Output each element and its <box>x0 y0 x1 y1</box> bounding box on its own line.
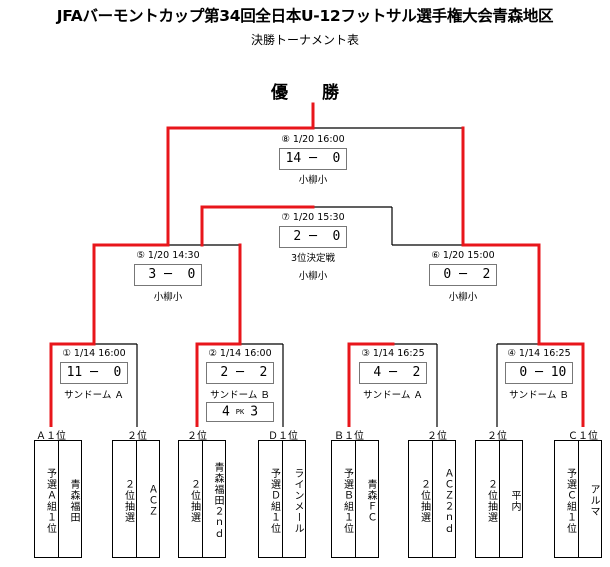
match-qf3-venue: サンドーム Ａ <box>363 390 423 401</box>
match-final-score: 14 ─ 0 <box>279 148 347 170</box>
match-qf4-venue: サンドーム Ｂ <box>509 390 569 401</box>
match-sf1-venue: 小柳小 <box>153 292 183 303</box>
match-qf2-venue: サンドーム Ｂ <box>210 390 270 401</box>
match-qf2-score: 2 ─ 2 <box>206 362 274 384</box>
seed-label: ２位 <box>126 427 148 442</box>
match-qf3-score: 4 ─ 2 <box>359 362 427 384</box>
team-slot-label: ２位抽選 <box>485 478 497 523</box>
pk-label: PK <box>235 408 245 416</box>
match-third-score: 2 ─ 0 <box>279 226 347 248</box>
team-box: 予選Ｄ組１位 ラインメール <box>258 440 306 558</box>
team-box: ２位抽選 ＡＣＺ２ｎｄ <box>408 440 456 558</box>
match-qf3-info: ③ 1/14 16:25 <box>361 348 425 359</box>
match-third-note: 3位決定戦 <box>290 253 336 264</box>
team-slot-label: ２位抽選 <box>418 478 430 523</box>
team-box: 予選Ｂ組１位 青森ＦＣ <box>331 440 379 558</box>
losing-paths <box>94 127 539 428</box>
match-qf1-score: 11 ─ 0 <box>60 362 128 384</box>
match-qf1-info: ① 1/14 16:00 <box>62 348 126 359</box>
pk-home-score: 4 <box>221 404 230 420</box>
seed-label: Ｄ１位 <box>267 427 299 442</box>
pk-away-score: 3 <box>250 404 259 420</box>
team-box: ２位抽選 青森福田２ｎｄ <box>178 440 226 558</box>
match-third-info: ⑦ 1/20 15:30 <box>281 212 345 223</box>
team-name: 青森ＦＣ <box>354 441 379 557</box>
team-name: ＡＣＺ２ｎｄ <box>431 441 456 557</box>
page-title: JFAバーモントカップ第34回全日本U-12フットサル選手権大会青森地区 <box>56 7 554 25</box>
seed-label: Ａ１位 <box>35 427 67 442</box>
team-box: 予選Ａ組１位 青森福田 <box>34 440 82 558</box>
seed-label: ２位 <box>486 427 508 442</box>
team-name: 平内 <box>498 441 523 557</box>
match-sf1-info: ⑤ 1/20 14:30 <box>136 250 200 261</box>
team-slot-label: ２位抽選 <box>188 478 200 523</box>
team-name: 青森福田２ｎｄ <box>201 441 226 557</box>
seed-label: ２位 <box>426 427 448 442</box>
team-box: ２位抽選 平内 <box>475 440 523 558</box>
team-box: 予選Ｃ組１位 アルマ <box>554 440 602 558</box>
team-slot-label: 予選Ｄ組１位 <box>268 467 280 534</box>
match-final-info: ⑧ 1/20 16:00 <box>281 134 345 145</box>
match-sf2-venue: 小柳小 <box>448 292 478 303</box>
match-qf2-info: ② 1/14 16:00 <box>208 348 272 359</box>
champion-label: 優 勝 <box>271 83 353 103</box>
winning-paths <box>49 102 585 430</box>
team-name: 青森福田 <box>57 441 82 557</box>
team-slot-label: 予選Ａ組１位 <box>44 467 56 534</box>
team-name: ＡＣＺ <box>135 441 160 557</box>
page-subtitle: 決勝トーナメント表 <box>250 33 359 47</box>
team-slot-label: 予選Ｂ組１位 <box>341 467 353 534</box>
team-slot-label: 予選Ｃ組１位 <box>564 467 576 534</box>
seed-label: Ｂ１位 <box>333 427 365 442</box>
seed-label: ２位 <box>186 427 208 442</box>
match-qf1-venue: サンドーム Ａ <box>64 390 124 401</box>
team-slot-label: ２位抽選 <box>122 478 134 523</box>
match-final-venue: 小柳小 <box>298 175 328 186</box>
match-sf2-info: ⑥ 1/20 15:00 <box>431 250 495 261</box>
match-qf4-info: ④ 1/14 16:25 <box>507 348 571 359</box>
team-name: アルマ <box>577 441 602 557</box>
team-name: ラインメール <box>281 441 306 557</box>
seed-label: Ｃ１位 <box>567 427 599 442</box>
match-third-venue: 小柳小 <box>298 271 328 282</box>
team-box: ２位抽選 ＡＣＺ <box>112 440 160 558</box>
match-sf2-score: 0 ─ 2 <box>429 264 497 286</box>
match-qf4-score: 0 ─ 10 <box>505 362 573 384</box>
match-sf1-score: 3 ─ 0 <box>134 264 202 286</box>
match-qf2-pk: 4 PK 3 <box>206 402 274 422</box>
